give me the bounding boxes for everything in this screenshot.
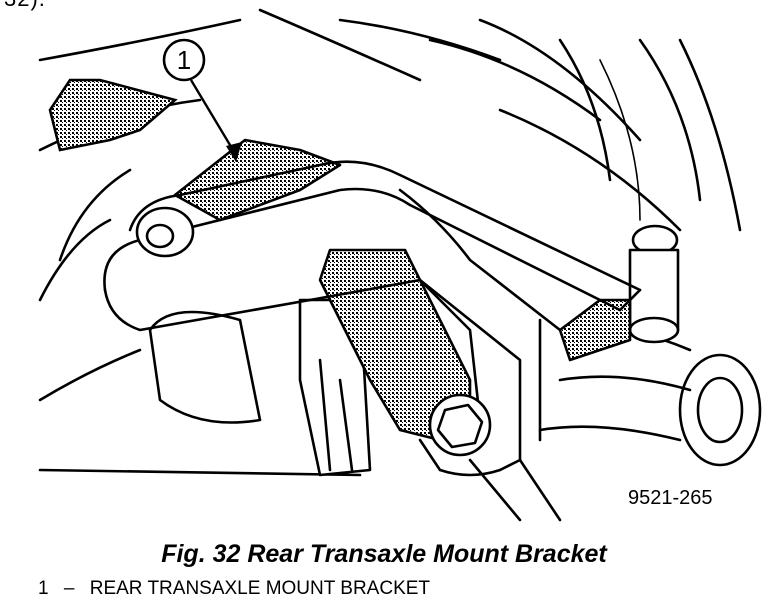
shaded-block-top-left xyxy=(48,78,178,152)
figure-caption: Fig. 32 Rear Transaxle Mount Bracket xyxy=(161,540,607,568)
legend-number: 1 xyxy=(38,578,49,599)
rear-transaxle-mount-bracket xyxy=(103,160,642,477)
bracket-upper-shaded xyxy=(173,138,342,222)
background-structure xyxy=(38,8,742,477)
bracket-right-tab-shaded xyxy=(558,298,632,362)
upper-bolt xyxy=(135,206,195,258)
callout-1: 1 xyxy=(162,38,242,162)
mount-bracket-illustration: 1 xyxy=(38,8,762,522)
callout-1-number: 1 xyxy=(177,45,191,75)
lower-hex-bolt xyxy=(428,393,492,457)
callout-leader-line xyxy=(189,79,238,156)
callout-arrowhead xyxy=(226,142,242,162)
legend-dash: – xyxy=(63,578,75,599)
legend-label: REAR TRANSAXLE MOUNT BRACKET xyxy=(89,578,431,599)
top-text-fragment: 32). xyxy=(4,0,46,12)
figure-id: 9521-265 xyxy=(628,487,713,509)
legend-item-1: 1 – REAR TRANSAXLE MOUNT BRACKET xyxy=(38,578,440,600)
